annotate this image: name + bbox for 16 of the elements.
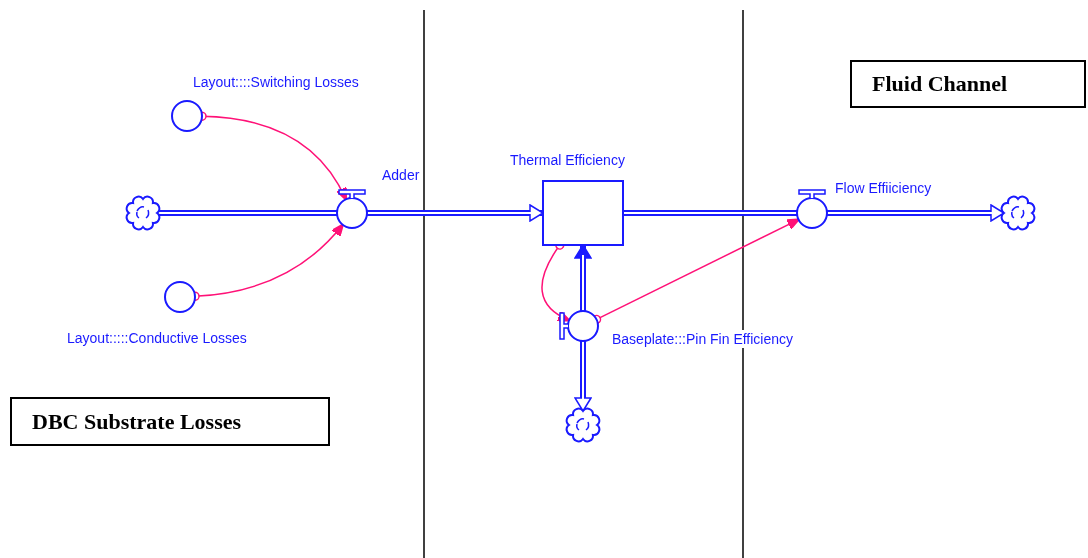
variable-label: Layout:::::Conductive Losses	[67, 329, 247, 347]
cloud-symbol	[1000, 195, 1036, 231]
section-label-box: Fluid Channel	[850, 60, 1086, 108]
section-label-box: DBC Substrate Losses	[10, 397, 330, 446]
cloud-symbol	[565, 407, 601, 443]
variable-label: Layout::::Switching Losses	[193, 73, 359, 91]
converter-circle	[171, 100, 203, 132]
converter-circle	[164, 281, 196, 313]
stock-box	[542, 180, 624, 246]
flow-valve	[796, 189, 828, 229]
flow-valve	[559, 310, 599, 342]
variable-label: Flow Effiiciency	[835, 179, 932, 197]
variable-label: Thermal Efficiency	[510, 151, 625, 169]
cloud-symbol	[125, 195, 161, 231]
variable-label: Baseplate:::Pin Fin Efficiency	[612, 330, 794, 348]
flow-valve	[336, 189, 368, 229]
